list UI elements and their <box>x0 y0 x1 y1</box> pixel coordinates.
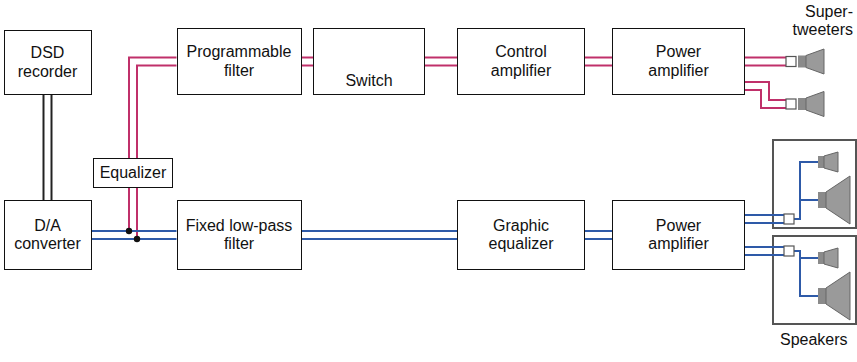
wire-strand <box>302 65 314 67</box>
wire-strand <box>425 57 457 59</box>
signal-wire <box>585 58 612 66</box>
speaker-wires <box>745 162 818 296</box>
wire-strand <box>425 65 457 67</box>
signal-wire <box>44 95 52 200</box>
junction-dot <box>134 236 140 242</box>
box-label: D/A converter <box>10 217 85 254</box>
wire-strand <box>585 230 612 232</box>
junction-layer <box>126 228 140 242</box>
box-label: Switch <box>345 72 392 90</box>
wire-strand <box>92 230 177 232</box>
process-box: Power amplifier <box>612 200 745 270</box>
wire-strand <box>51 95 53 200</box>
speaker-label: Speakers <box>780 331 856 349</box>
box-label: Programmable filter <box>183 43 295 80</box>
signal-wire <box>585 231 612 239</box>
wire-strand <box>137 66 177 159</box>
process-box: D/A converter <box>4 200 92 270</box>
process-box: Control amplifier <box>457 28 585 95</box>
wire-strand <box>129 58 177 159</box>
process-box: Programmable filter <box>177 28 302 95</box>
wire-strand <box>585 57 612 59</box>
junction-dot <box>126 228 132 234</box>
process-box: Switch <box>313 28 425 95</box>
wire-strand <box>585 65 612 67</box>
process-box: DSD recorder <box>4 30 92 95</box>
signal-wire <box>92 231 177 239</box>
wire-strand <box>92 188 130 231</box>
wire-strand <box>302 238 458 240</box>
signal-wire <box>425 58 457 66</box>
box-label: Power amplifier <box>629 43 729 80</box>
signal-wire <box>302 231 458 239</box>
box-label: Graphic equalizer <box>476 217 566 254</box>
signal-wire <box>129 58 177 159</box>
box-label: Control amplifier <box>476 43 566 80</box>
speaker-label: Super-tweeters <box>775 3 853 40</box>
wire-strand <box>302 230 458 232</box>
box-label: Power amplifier <box>629 217 729 254</box>
tweeter-wires <box>745 58 786 109</box>
wire-strand <box>302 57 314 59</box>
speaker-cabinet <box>773 140 856 324</box>
speaker-driver <box>784 152 850 320</box>
wire-strand <box>585 238 612 240</box>
box-label: Fixed low-pass filter <box>183 217 295 254</box>
signal-wire <box>302 58 314 66</box>
wire-strand <box>43 95 45 200</box>
box-label: DSD recorder <box>10 44 85 81</box>
super-tweeter <box>786 49 824 117</box>
process-box: Fixed low-pass filter <box>177 200 302 270</box>
process-box: Graphic equalizer <box>457 200 585 270</box>
process-box: Equalizer <box>93 158 173 188</box>
box-label: Equalizer <box>100 164 167 182</box>
process-box: Power amplifier <box>612 28 745 95</box>
